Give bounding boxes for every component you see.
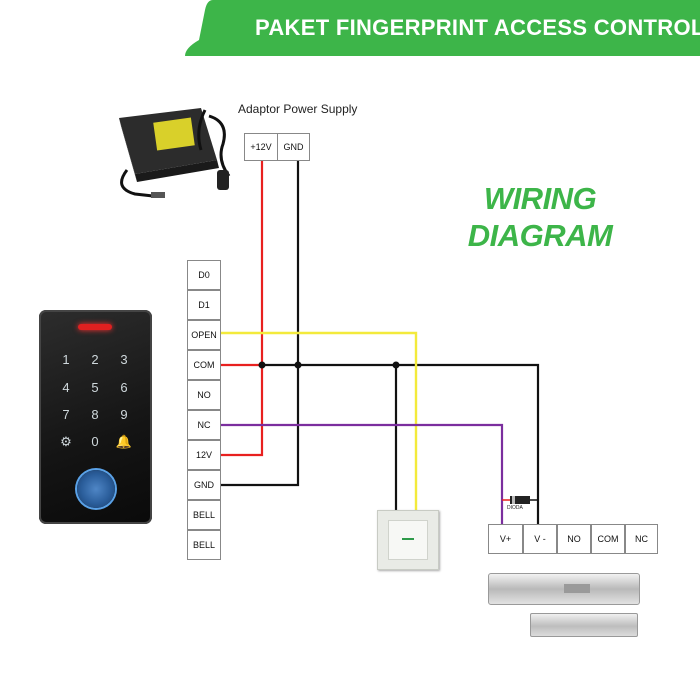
keypad-key: 6 <box>120 380 128 395</box>
controller-terminal-nc: NC <box>187 410 221 440</box>
gear-icon: ⚙ <box>60 434 72 449</box>
wire-red-12v <box>221 161 264 457</box>
keypad-key: 2 <box>91 352 99 367</box>
keypad-key: 4 <box>62 380 70 395</box>
armature-plate-icon <box>530 613 638 637</box>
keypad-key: 0 <box>91 434 99 449</box>
controller-terminal-12v: 12V <box>187 440 221 470</box>
keypad-key: 1 <box>62 352 70 367</box>
keypad-key: 5 <box>91 380 99 395</box>
wiring-title-line2: DIAGRAM <box>467 218 613 253</box>
wire-black-com-bus <box>262 363 540 524</box>
controller-terminal-bell: BELL <box>187 530 221 560</box>
exit-button-device <box>377 510 439 570</box>
lock-terminal-com: COM <box>591 524 625 554</box>
wire-black-gnd <box>221 161 300 487</box>
junction-dot <box>294 361 302 369</box>
junction-dot <box>258 361 266 369</box>
lock-terminal-nc: NC <box>625 524 658 554</box>
diode-body <box>510 496 530 504</box>
controller-terminal-d0: D0 <box>187 260 221 290</box>
lock-terminal-vplus: V+ <box>488 524 523 554</box>
lock-terminal-vminus: V - <box>523 524 557 554</box>
keypad-key: 8 <box>91 407 99 422</box>
wire-yellow-open <box>221 331 418 511</box>
power-adaptor-icon <box>119 108 231 198</box>
controller-terminal-bell: BELL <box>187 500 221 530</box>
lock-terminal-no: NO <box>557 524 591 554</box>
fingerprint-keypad: 1 2 3 4 5 6 7 8 9 ⚙ 0 🔔 <box>39 310 152 524</box>
wiring-title-line1: WIRING <box>483 181 597 216</box>
controller-terminal-d1: D1 <box>187 290 221 320</box>
exit-button-plate <box>388 520 428 560</box>
diode-label: DIODA <box>507 505 523 511</box>
fingerprint-sensor-icon <box>77 470 115 508</box>
keypad-status-led <box>78 324 112 330</box>
junction-dot <box>392 361 400 369</box>
banner-shape <box>185 0 700 56</box>
exit-button-strip <box>402 538 414 540</box>
magnetic-lock-icon <box>488 573 640 605</box>
keypad-key: 9 <box>120 407 128 422</box>
adaptor-terminal-gnd: GND <box>277 133 310 161</box>
adaptor-label: Adaptor Power Supply <box>238 102 358 116</box>
banner-title: PAKET FINGERPRINT ACCESS CONTROL <box>255 15 700 40</box>
header-banner: PAKET FINGERPRINT ACCESS CONTROL <box>185 0 700 56</box>
wiring-diagram-title: WIRING DIAGRAM <box>455 180 625 254</box>
wire-purple-nc <box>221 423 504 524</box>
keypad-key: 3 <box>120 352 128 367</box>
controller-terminal-com: COM <box>187 350 221 380</box>
keypad-key: 7 <box>62 407 70 422</box>
controller-terminal-no: NO <box>187 380 221 410</box>
controller-terminal-open: OPEN <box>187 320 221 350</box>
diode-band <box>512 496 515 504</box>
bell-icon: 🔔 <box>115 434 133 449</box>
controller-terminal-gnd: GND <box>187 470 221 500</box>
maglock-label-plate <box>564 584 590 593</box>
